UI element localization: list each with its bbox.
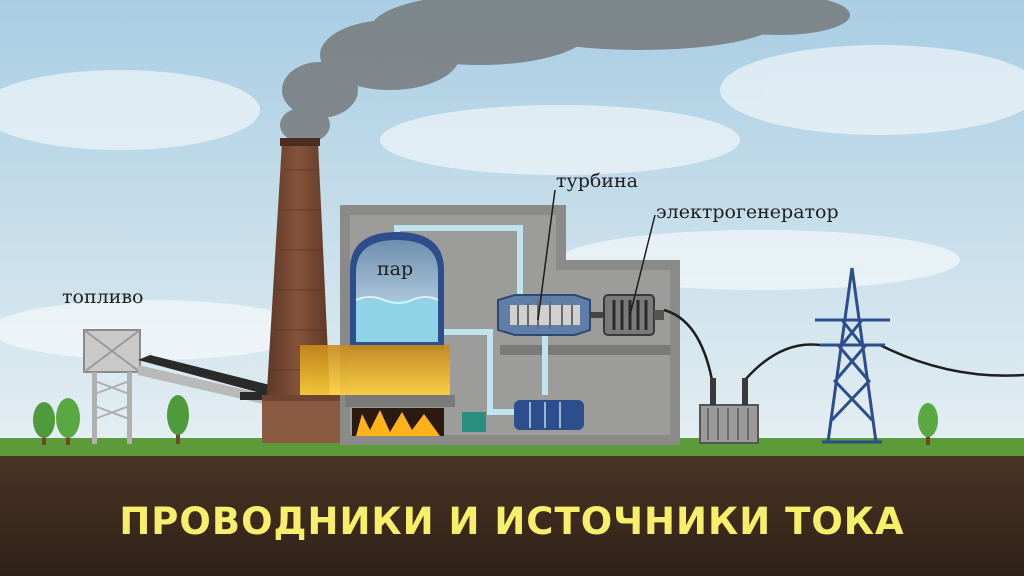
leader-lines — [537, 189, 656, 321]
fuel-label: топливо — [62, 286, 144, 308]
brick-base — [262, 395, 352, 443]
trees — [33, 395, 938, 445]
fuel-conveyor — [138, 355, 280, 405]
turbine-label: турбина — [556, 170, 638, 192]
steam-label: пар — [377, 258, 414, 280]
fuel-hopper — [83, 329, 141, 444]
pipes — [394, 225, 548, 415]
furnace — [300, 345, 450, 436]
turbine — [497, 294, 604, 336]
cables — [663, 308, 1024, 381]
generator — [603, 294, 664, 336]
page-title: ПРОВОДНИКИ И ИСТОЧНИКИ ТОКА — [119, 500, 905, 543]
clouds — [0, 45, 1024, 360]
transformer — [699, 378, 759, 444]
boiler — [350, 232, 444, 350]
smoke — [280, 0, 850, 143]
generator-label: электрогенератор — [656, 201, 839, 223]
transmission-tower — [815, 267, 890, 444]
pump — [462, 400, 584, 432]
grass — [0, 438, 1024, 460]
soil — [0, 456, 1024, 576]
